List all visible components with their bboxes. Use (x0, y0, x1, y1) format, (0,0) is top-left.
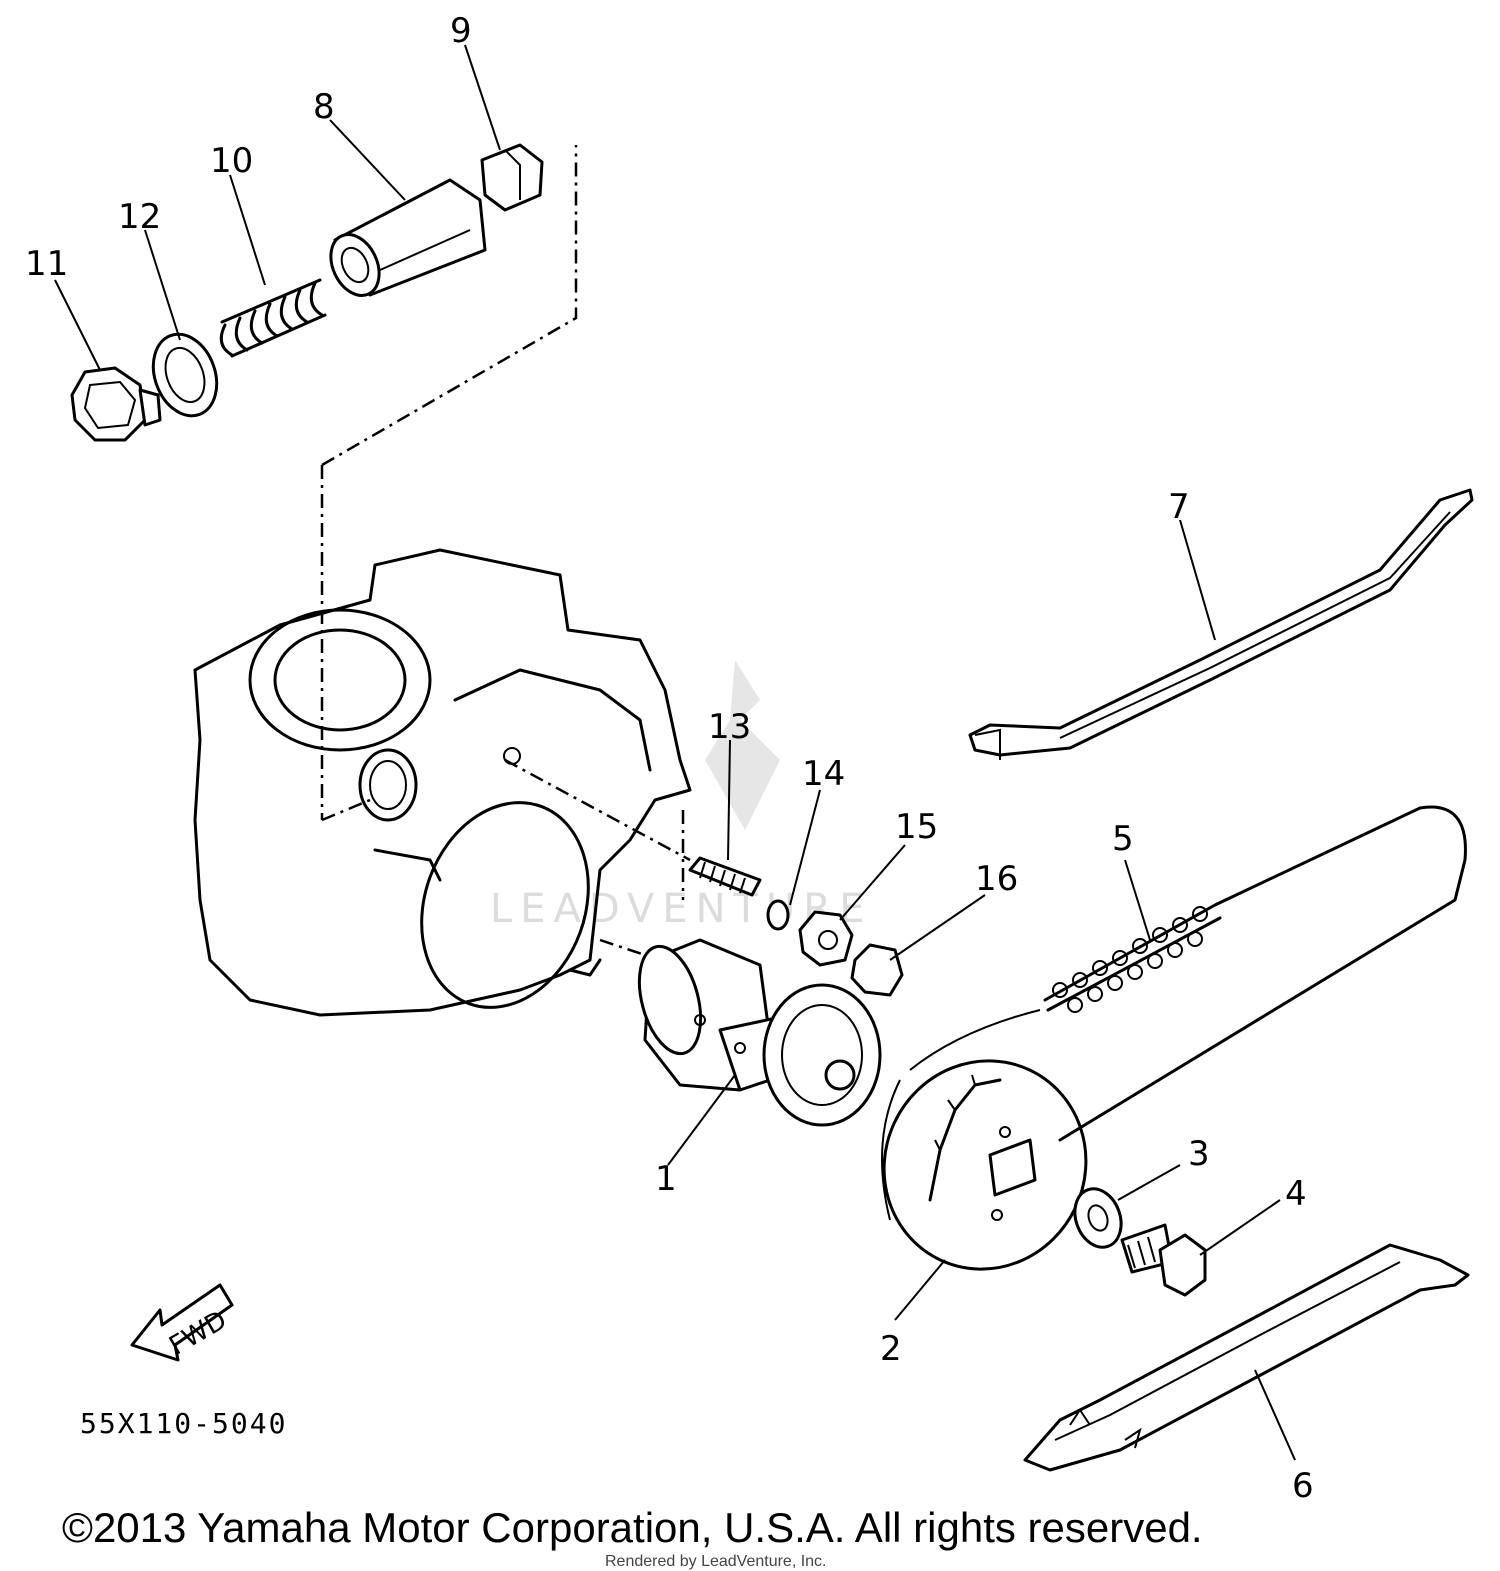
callout-numbers: 9 8 10 12 11 7 13 14 15 16 5 1 3 4 2 6 (25, 11, 1314, 1506)
part-8-tensioner-rod (329, 178, 487, 297)
part-1-camshaft (637, 938, 882, 1127)
part-6-chain-guide-lower (1023, 1243, 1470, 1472)
callout-10: 10 (210, 141, 253, 181)
cylinder-head (193, 548, 692, 1017)
callout-1: 1 (655, 1159, 677, 1199)
part-5-cam-chain (881, 805, 1467, 1221)
callout-7: 7 (1168, 487, 1190, 527)
part-12-gasket (151, 332, 219, 418)
leadventure-watermark: LEADVENTURE (490, 660, 872, 932)
part-13-stud-bolt (688, 856, 762, 897)
callout-11: 11 (25, 244, 68, 284)
callout-13: 13 (708, 707, 751, 747)
svg-text:FWD: FWD (164, 1305, 232, 1361)
callout-16: 16 (975, 859, 1018, 899)
part-10-spring (219, 278, 327, 358)
callout-3: 3 (1188, 1134, 1210, 1174)
callout-8: 8 (313, 87, 335, 127)
part-11-cap-bolt (70, 366, 162, 442)
part-9-stopper (480, 143, 544, 212)
part-3-washer (1073, 1187, 1123, 1249)
part-16-cap-nut (850, 943, 904, 997)
part-2-cam-sprocket (882, 1059, 1088, 1271)
rendered-by-note: Rendered by LeadVenture, Inc. (605, 1553, 827, 1570)
callout-2: 2 (880, 1329, 902, 1369)
callout-5: 5 (1112, 819, 1134, 859)
callout-14: 14 (802, 754, 845, 794)
diagram-code: 55X110-5040 (80, 1407, 287, 1440)
callout-15: 15 (895, 807, 938, 847)
part-7-chain-guide-upper (968, 488, 1474, 760)
forward-direction-arrow: FWD (130, 1283, 234, 1362)
part-4-bolt (1120, 1223, 1207, 1297)
callout-12: 12 (118, 197, 161, 237)
part-14-washer (766, 899, 790, 931)
callout-6: 6 (1292, 1466, 1314, 1506)
part-15-nut (798, 910, 854, 967)
svg-text:LEADVENTURE: LEADVENTURE (490, 886, 872, 932)
copyright-notice: ©2013 Yamaha Motor Corporation, U.S.A. A… (62, 1504, 1203, 1551)
callout-9: 9 (450, 11, 472, 51)
leader-lines (54, 44, 1296, 1461)
callout-4: 4 (1285, 1174, 1307, 1214)
